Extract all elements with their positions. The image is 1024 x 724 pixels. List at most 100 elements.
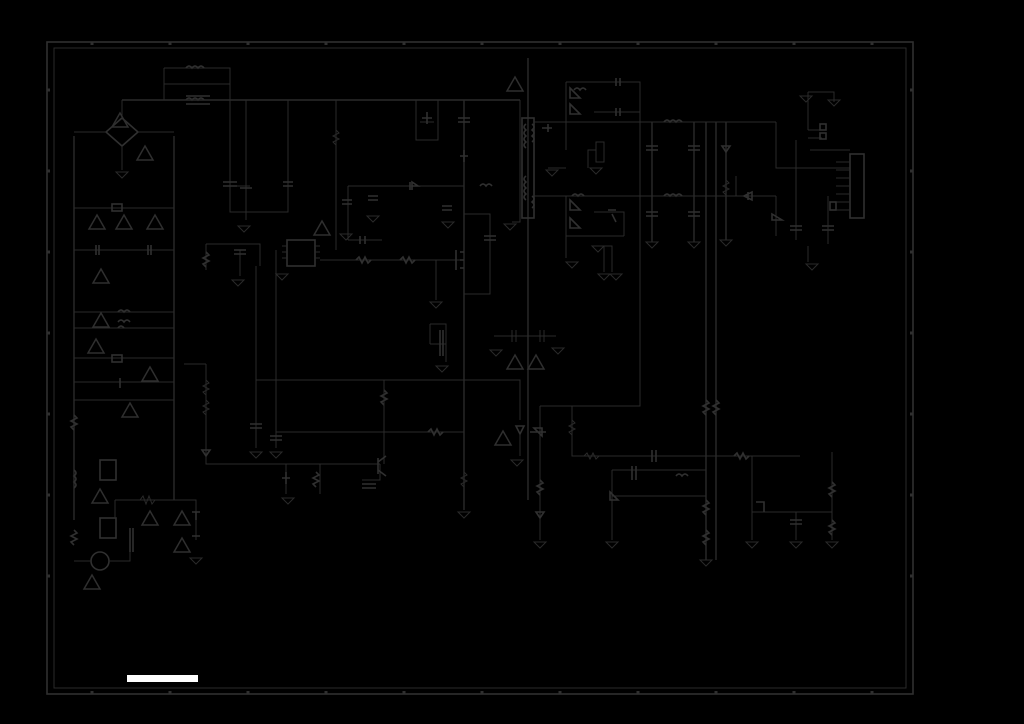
ground-icon [644,241,660,249]
ground-icon [488,349,504,357]
zone-tick [47,250,50,254]
zone-tick [47,493,50,497]
zone-tick [324,691,328,694]
ground-icon [434,365,450,373]
zone-tick [870,691,874,694]
warning-triangle-icon [90,487,110,504]
sheet-inner-border [53,47,907,689]
warning-triangle-icon [172,536,192,553]
warning-triangle-icon [114,213,134,230]
zone-tick [714,42,718,45]
sheet-outer-border [46,41,914,695]
ac-socket [90,551,110,571]
warning-triangle-icon [526,353,546,370]
ground-icon [824,541,840,549]
zone-tick [246,691,250,694]
ground-icon [532,541,548,549]
zone-tick [910,574,913,578]
warning-triangle-icon [91,267,111,284]
ground-icon [268,451,284,459]
warning-triangle-icon [91,311,111,328]
ground-icon [588,167,604,175]
zone-tick [168,691,172,694]
warning-triangle-icon [86,337,106,354]
warning-triangle-icon [505,75,525,92]
ground-symbols [114,95,842,567]
zone-tick [558,691,562,694]
ground-icon [188,557,204,565]
warning-triangle-icon [140,365,160,382]
zone-tick [324,42,328,45]
ground-icon [248,451,264,459]
ground-icon [788,541,804,549]
ground-icon [114,171,130,179]
ground-icon [798,95,814,103]
zone-tick [636,42,640,45]
feedback-section [494,122,837,546]
ground-icon [440,221,456,229]
warning-triangle-icon [120,401,140,418]
warning-triangle-icon [82,573,102,590]
ground-icon [686,241,702,249]
zone-tick [910,493,913,497]
relay-2 [99,517,117,539]
zone-tick [168,42,172,45]
ground-icon [604,541,620,549]
connector-pins [836,161,850,211]
transformer-core [521,117,535,219]
ground-icon [365,215,381,223]
zone-tick [910,250,913,254]
bjt-transistor [377,455,387,477]
ground-icon [274,273,290,281]
warning-triangle-icon [493,429,513,446]
zone-tick [480,42,484,45]
primary-mosfet [455,250,464,270]
ground-icon [230,279,246,287]
ground-icon [596,273,612,281]
warning-triangle-icon [312,219,332,236]
warning-triangle-icon [505,353,525,370]
zone-ticks [47,42,913,694]
pwm-controller-ic [286,239,316,267]
zone-tick [792,42,796,45]
ground-icon [718,239,734,247]
warning-triangle-icon [87,213,107,230]
warning-triangle-icon [110,111,130,128]
safety-warning-triangles [82,75,546,590]
ground-icon [236,225,252,233]
zone-tick [910,331,913,335]
ground-icon [590,245,606,253]
main-transformer [512,58,566,500]
zone-tick [910,169,913,173]
ground-icon [744,541,760,549]
zone-tick [90,42,94,45]
bridge-rectifier [104,116,140,148]
warning-triangle-icon [140,509,160,526]
zone-tick [402,691,406,694]
zone-tick [480,691,484,694]
primary-section [184,100,521,510]
zone-tick [47,574,50,578]
zone-tick [636,691,640,694]
zone-tick [714,691,718,694]
ground-icon [338,233,354,241]
zone-tick [47,331,50,335]
output-connector [849,153,865,219]
zone-tick [910,88,913,92]
ground-icon [280,497,296,505]
zone-tick [870,42,874,45]
ground-icon [509,459,525,467]
zone-tick [246,42,250,45]
relay-1 [99,459,117,481]
ground-icon [608,273,624,281]
zone-tick [558,42,562,45]
ground-icon [502,223,518,231]
secondary-section [548,78,865,560]
ground-icon [544,169,560,177]
ground-icon [826,99,842,107]
zone-tick [47,88,50,92]
title-block-bar [127,675,198,682]
warning-triangle-icon [145,213,165,230]
zone-tick [910,412,913,416]
